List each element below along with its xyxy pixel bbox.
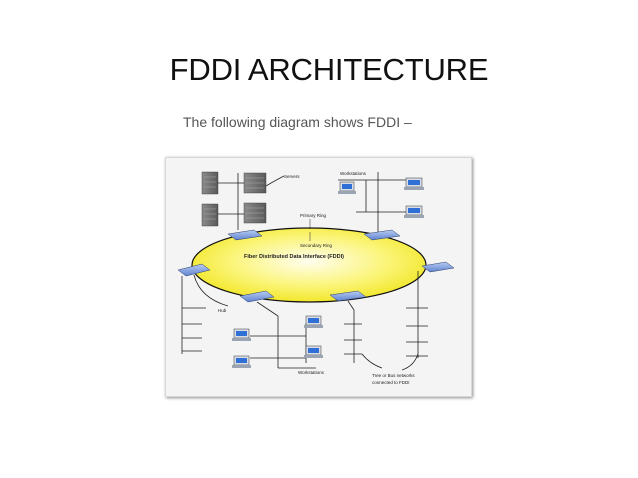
concentrator-icon: [177, 263, 211, 277]
concentrator-icon: [227, 229, 263, 241]
server-bus: [218, 173, 285, 230]
workstation-icon: [404, 205, 424, 218]
secondary-ring-label: Secondary Ring: [300, 243, 333, 248]
server-icon: [243, 202, 267, 224]
ring-title: Fiber Distributed Data Interface (FDDI): [244, 254, 344, 260]
workstation-icon: [338, 181, 356, 194]
tree-bus-label: Tree or Bus networks connected to FDDI: [372, 373, 416, 385]
tree-network-right: [344, 271, 428, 371]
fddi-diagram: Fiber Distributed Data Interface (FDDI) …: [165, 157, 472, 397]
servers-label: Servers: [284, 174, 300, 179]
concentrator-icon: [329, 290, 367, 302]
hub-label: Hub: [218, 308, 227, 313]
workstation-icon: [232, 355, 251, 368]
primary-ring-label: Primary Ring: [300, 213, 327, 218]
workstation-bus-top: [338, 172, 406, 234]
concentrator-icon: [363, 229, 401, 241]
concentrator-icon: [239, 290, 275, 303]
slide-subtitle: The following diagram shows FDDI –: [183, 114, 412, 130]
workstation-bus-bottom: [250, 301, 316, 369]
workstations-top-label: Workstations: [340, 171, 367, 176]
server-icon: [201, 203, 219, 227]
workstation-icon: [232, 328, 251, 341]
slide-title: FDDI ARCHITECTURE: [169, 52, 489, 87]
workstations-bottom-label: Workstations: [298, 370, 325, 375]
workstation-icon: [304, 345, 323, 358]
fddi-ring: [191, 227, 427, 303]
tree-network-left: [181, 274, 229, 354]
concentrator-icon: [421, 261, 455, 273]
server-icon: [201, 171, 219, 195]
workstation-icon: [404, 177, 424, 190]
server-icon: [243, 172, 267, 194]
workstation-icon: [304, 315, 323, 328]
fddi-diagram-svg: Fiber Distributed Data Interface (FDDI) …: [177, 171, 455, 385]
